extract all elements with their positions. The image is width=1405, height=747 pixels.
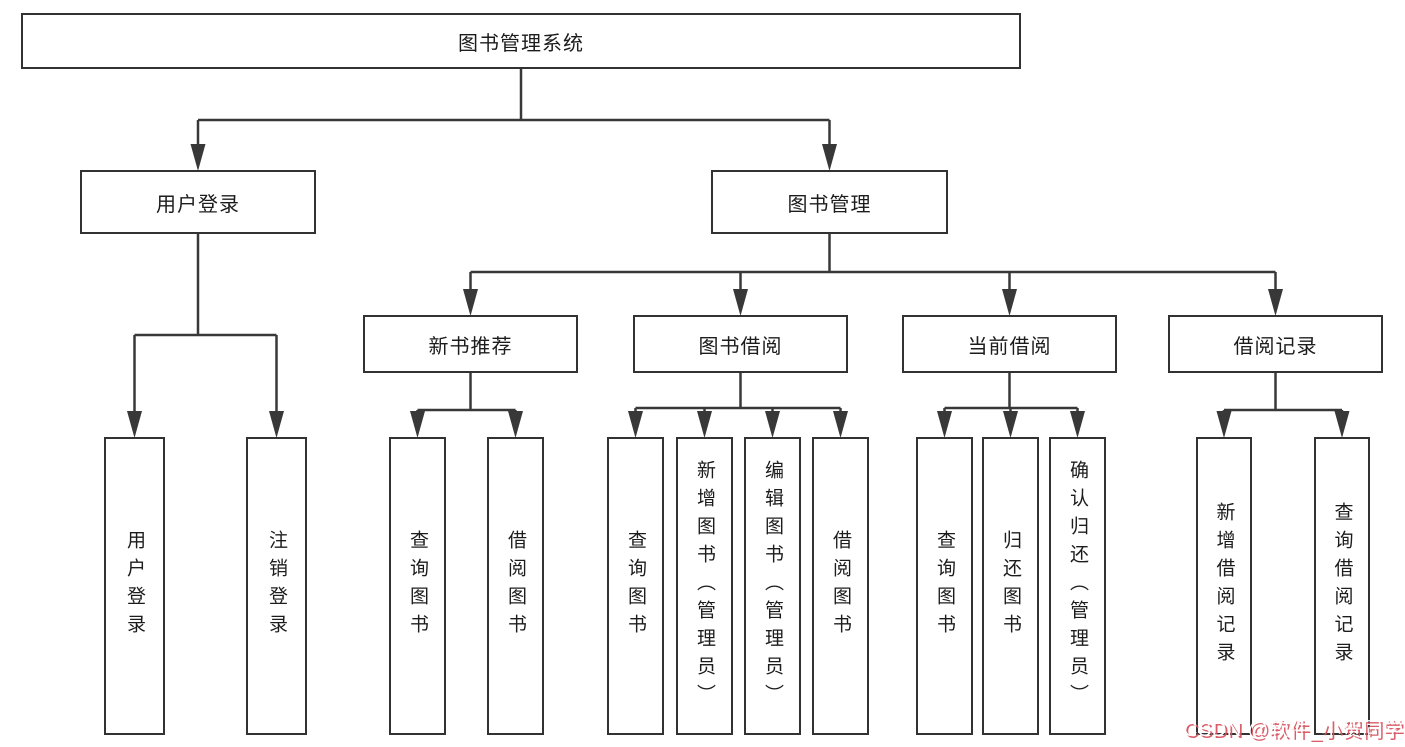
node-leaf-user-login: 用户登录 bbox=[104, 437, 165, 735]
arrowhead-icon bbox=[269, 411, 284, 438]
node-label: 用户登录 bbox=[124, 530, 145, 642]
node-label: 新增借阅记录 bbox=[1213, 502, 1235, 670]
node-label: 查询图书 bbox=[934, 530, 955, 642]
arrowhead-icon bbox=[1003, 411, 1018, 438]
node-leaf-borrow-book-2: 借阅图书 bbox=[812, 437, 869, 735]
arrowhead-icon bbox=[463, 289, 478, 316]
node-label: 借阅记录 bbox=[1233, 335, 1318, 358]
node-leaf-edit-book: 编辑图书（管理员） bbox=[744, 437, 801, 735]
arrowhead-icon bbox=[127, 411, 142, 438]
arrowhead-icon bbox=[508, 411, 523, 438]
arrowhead-icon bbox=[1002, 289, 1017, 316]
arrowhead-icon bbox=[628, 411, 643, 438]
arrowhead-icon bbox=[190, 144, 206, 171]
arrowhead-icon bbox=[1216, 411, 1232, 438]
node-label: 当前借阅 bbox=[967, 335, 1052, 358]
node-label: 借阅图书 bbox=[830, 530, 851, 642]
node-leaf-query-book-1: 查询图书 bbox=[389, 437, 446, 735]
node-label: 用户登录 bbox=[156, 193, 240, 216]
node-leaf-borrow-book-1: 借阅图书 bbox=[487, 437, 544, 735]
node-label: 确认归还（管理员） bbox=[1067, 460, 1088, 712]
node-leaf-confirm-return: 确认归还（管理员） bbox=[1049, 437, 1106, 735]
node-root: 图书管理系统 bbox=[21, 13, 1021, 69]
node-label: 查询借阅记录 bbox=[1331, 502, 1353, 670]
node-label: 图书管理 bbox=[787, 193, 872, 216]
node-label: 注销登录 bbox=[266, 530, 287, 642]
node-book-mgmt: 图书管理 bbox=[711, 170, 948, 234]
arrowhead-icon bbox=[697, 411, 712, 438]
node-label: 新增图书（管理员） bbox=[694, 460, 715, 712]
node-leaf-query-record: 查询借阅记录 bbox=[1314, 437, 1370, 735]
arrowhead-icon bbox=[765, 411, 780, 438]
arrowhead-icon bbox=[1070, 411, 1085, 438]
node-label: 新书推荐 bbox=[428, 335, 513, 358]
arrowhead-icon bbox=[733, 289, 748, 316]
node-label: 图书管理系统 bbox=[458, 32, 584, 55]
arrowhead-icon bbox=[833, 411, 848, 438]
node-leaf-query-book-3: 查询图书 bbox=[916, 437, 973, 735]
node-current-borrow: 当前借阅 bbox=[902, 315, 1117, 373]
node-leaf-logout: 注销登录 bbox=[246, 437, 307, 735]
node-new-book-rec: 新书推荐 bbox=[363, 315, 578, 373]
node-leaf-query-book-2: 查询图书 bbox=[607, 437, 664, 735]
watermark: CSDN @软件_小贺同学 bbox=[1183, 719, 1404, 741]
node-leaf-add-book: 新增图书（管理员） bbox=[676, 437, 733, 735]
node-borrow-records: 借阅记录 bbox=[1168, 315, 1383, 373]
arrowhead-icon bbox=[1268, 289, 1283, 316]
node-user-login: 用户登录 bbox=[80, 170, 316, 234]
arrowhead-icon bbox=[410, 411, 425, 438]
node-book-borrow: 图书借阅 bbox=[633, 315, 848, 373]
arrowhead-icon bbox=[1334, 411, 1350, 438]
node-leaf-return-book: 归还图书 bbox=[982, 437, 1039, 735]
node-leaf-add-record: 新增借阅记录 bbox=[1196, 437, 1252, 735]
node-label: 查询图书 bbox=[625, 530, 646, 642]
arrowhead-icon bbox=[822, 144, 837, 171]
node-label: 借阅图书 bbox=[505, 530, 526, 642]
arrowhead-icon bbox=[937, 411, 952, 438]
node-label: 查询图书 bbox=[407, 530, 428, 642]
node-label: 归还图书 bbox=[1000, 530, 1021, 642]
node-label: 编辑图书（管理员） bbox=[762, 460, 783, 712]
node-label: 图书借阅 bbox=[698, 335, 783, 358]
